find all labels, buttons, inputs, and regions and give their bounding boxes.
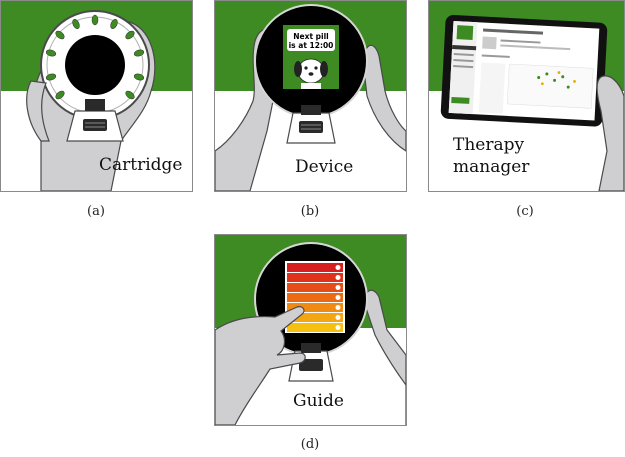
guide-illustration <box>215 235 406 425</box>
panel-label: Device <box>295 157 354 177</box>
panel-label: Guide <box>293 391 344 411</box>
tablet-illustration <box>429 1 624 191</box>
caption-d: (d) <box>300 437 320 452</box>
panel-label-line1: Therapy <box>453 135 525 155</box>
device-illustration: Next pill is at 12:00 <box>215 1 406 191</box>
panel-label-line2: manager <box>453 157 530 177</box>
guide-list <box>287 263 343 332</box>
screen-text-line2: is at 12:00 <box>289 41 334 50</box>
panel-cartridge: Cartridge <box>0 0 193 192</box>
caption-c: (c) <box>516 204 534 219</box>
panel-label: Cartridge <box>99 155 183 175</box>
caption-b: (b) <box>300 204 320 219</box>
panel-device: Next pill is at 12:00 Device <box>214 0 407 192</box>
screen-text-line1: Next pill <box>293 32 328 41</box>
pill-slots <box>45 14 145 100</box>
panel-therapy-manager: Therapy manager <box>428 0 625 192</box>
panel-guide: Guide <box>214 234 407 426</box>
cartridge-illustration <box>1 1 192 191</box>
caption-a: (a) <box>87 204 105 219</box>
